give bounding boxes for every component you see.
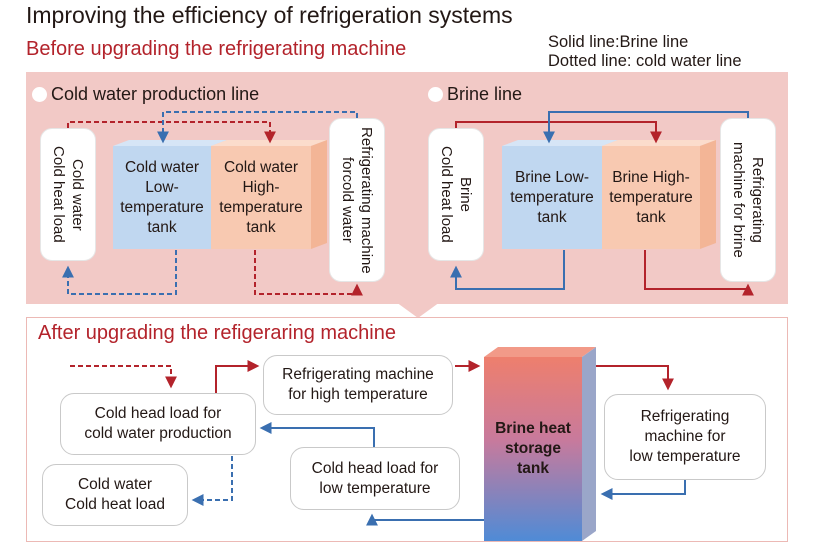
cold-water-load-line1: Cold water	[69, 158, 86, 231]
page-title: Improving the efficiency of refrigeratio…	[26, 2, 513, 28]
cold-water-load-box: Cold water Cold heat load	[40, 128, 96, 261]
legend-solid-line: Solid line:Brine line	[548, 33, 689, 51]
panel-pointer	[396, 302, 440, 318]
cold-head-load-production-box: Cold head load for cold water production	[60, 393, 256, 455]
cold-water-load-line2: Cold heat load	[50, 146, 67, 243]
brine-machine-line2: machine for brine	[730, 142, 747, 258]
after-section-title: After upgrading the refigeraring machine	[38, 322, 396, 344]
bullet-icon	[428, 87, 443, 102]
brine-machine-line1: Refrigerating	[749, 157, 766, 243]
legend-dotted-line: Dotted line: cold water line	[548, 52, 742, 70]
cold-water-machine-line1: Refrigerating machine	[358, 126, 375, 274]
line-legend: Solid line:Brine line Dotted line: cold …	[548, 33, 742, 71]
low-temp-refrigerating-machine-box: Refrigerating machine for low temperatur…	[604, 394, 766, 480]
after-lines	[70, 360, 686, 526]
cold-water-heat-load-box: Cold water Cold heat load	[42, 464, 188, 526]
brine-load-box: Brine Cold heat load	[428, 128, 484, 261]
brine-high-temp-tank: Brine High- temperature tank	[602, 146, 700, 249]
cold-water-lines	[62, 111, 363, 296]
cold-water-refrigerating-machine-box: Refrigerating machine forcold water	[329, 118, 385, 282]
bullet-icon	[32, 87, 47, 102]
brine-lines	[450, 111, 754, 296]
cold-water-low-temp-tank: Cold water Low- temperature tank	[113, 146, 211, 249]
cold-head-load-low-temp-box: Cold head load for low temperature	[290, 447, 460, 510]
brine-heat-storage-tank: Brine heat storage tank	[484, 357, 582, 541]
brine-refrigerating-machine-box: Refrigerating machine for brine	[720, 118, 776, 282]
high-temp-refrigerating-machine-box: Refrigerating machine for high temperatu…	[263, 355, 453, 415]
before-section-title: Before upgrading the refrigerating machi…	[26, 38, 407, 60]
brine-load-line2: Cold heat load	[438, 146, 455, 243]
cold-water-line-heading: Cold water production line	[32, 84, 259, 105]
brine-low-temp-tank: Brine Low- temperature tank	[502, 146, 602, 249]
cold-water-high-temp-tank: Cold water High- temperature tank	[211, 146, 311, 249]
brine-load-line1: Brine	[457, 176, 474, 213]
cold-water-machine-line2: forcold water	[339, 157, 356, 243]
brine-line-heading: Brine line	[428, 84, 522, 105]
